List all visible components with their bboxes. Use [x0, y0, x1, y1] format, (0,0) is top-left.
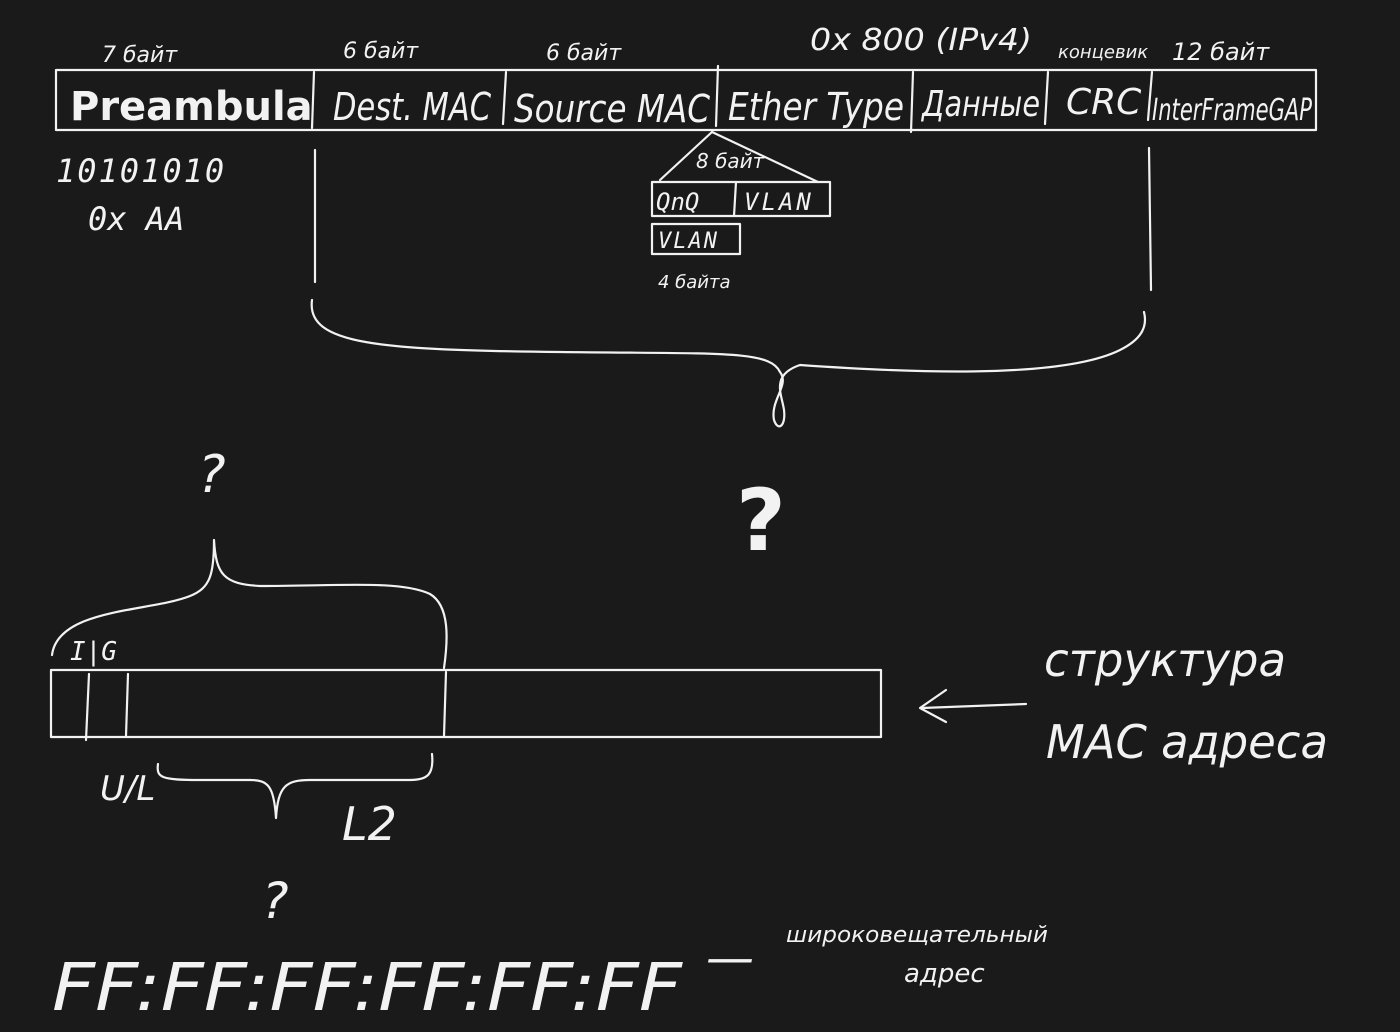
- broadcast-mac-address: FF:FF:FF:FF:FF:FF: [52, 949, 683, 1026]
- mac-structure-caption-1: структура: [1044, 633, 1286, 687]
- ul-label: U/L: [100, 769, 155, 809]
- size-label-crc: концевик: [1058, 42, 1148, 63]
- frame-divider: [1043, 70, 1050, 126]
- size-label-dest-mac: 6 байт: [343, 39, 419, 64]
- broadcast-caption-1: широковещательный: [786, 923, 1048, 948]
- l2-label: L2: [342, 797, 397, 851]
- tag-size-4-bytes: 4 байта: [658, 272, 731, 293]
- field-interframe-gap: InterFrameGAP: [1152, 93, 1313, 128]
- frame-brace: ?: [310, 146, 1153, 571]
- oui-brace: [50, 538, 448, 670]
- curly-brace: [310, 298, 1147, 428]
- broadcast-caption-2: адрес: [904, 959, 985, 989]
- frame-divider: [909, 70, 915, 134]
- vlan-tag-sketch: 8 байт QnQ VLAN VLAN 4 байта: [650, 130, 832, 293]
- question-mark-oui: ?: [198, 445, 226, 505]
- frame-divider: [714, 64, 720, 128]
- size-label-source-mac: 6 байт: [546, 41, 622, 66]
- arrow-line: [920, 702, 1028, 710]
- vlan-label-single: VLAN: [658, 229, 719, 254]
- tag-size-8-bytes: 8 байт: [696, 149, 766, 173]
- frame-divider: [310, 70, 316, 130]
- preamble-bits: 10101010: [56, 152, 226, 190]
- frame-outline: [54, 68, 1318, 132]
- size-label-ifg: 12 байт: [1172, 38, 1270, 66]
- tag-pointer-line: [658, 130, 714, 182]
- vlan-label-double: VLAN: [744, 188, 814, 216]
- mac-address-bar: [49, 668, 883, 739]
- frame-divider: [1146, 70, 1154, 122]
- qinq-label: QnQ: [656, 188, 699, 216]
- field-ether-type: Ether Type: [728, 85, 904, 129]
- field-source-mac: Source MAC: [514, 87, 710, 131]
- tag-pointer-line: [710, 130, 820, 184]
- arrow-head: [918, 688, 948, 724]
- size-label-preambula: 7 байт: [102, 43, 178, 68]
- frame-divider: [501, 70, 508, 126]
- broadcast-section: FF:FF:FF:FF:FF:FF — широковещательный ад…: [52, 923, 1048, 1026]
- size-label-ether-type: 0x 800 (IPv4): [810, 23, 1032, 58]
- mac-structure: ? I|G U/L L2 ? структура MAC адреса: [49, 445, 1328, 930]
- ethernet-frame: Preambula Dest. MAC Source MAC Ether Typ…: [54, 23, 1318, 238]
- mac-structure-caption-2: MAC адреса: [1046, 715, 1328, 769]
- question-mark-large: ?: [736, 471, 786, 571]
- oui-divider: [442, 670, 448, 738]
- broadcast-dash: —: [706, 930, 754, 986]
- ig-bit-divider: [84, 672, 91, 742]
- vlan-box: [650, 222, 742, 256]
- field-preambula: Preambula: [70, 84, 313, 130]
- ig-label: I|G: [70, 637, 117, 667]
- l2-brace: [156, 752, 434, 820]
- qinq-box: [650, 180, 832, 218]
- ul-bit-divider: [124, 672, 130, 738]
- qinq-divider: [732, 180, 738, 218]
- question-mark-l2: ?: [262, 872, 289, 930]
- brace-right-line: [1147, 146, 1153, 292]
- field-data: Данные: [920, 84, 1040, 125]
- preamble-hex: 0x AA: [88, 200, 184, 238]
- field-crc: CRC: [1066, 82, 1142, 123]
- field-dest-mac: Dest. MAC: [333, 85, 491, 129]
